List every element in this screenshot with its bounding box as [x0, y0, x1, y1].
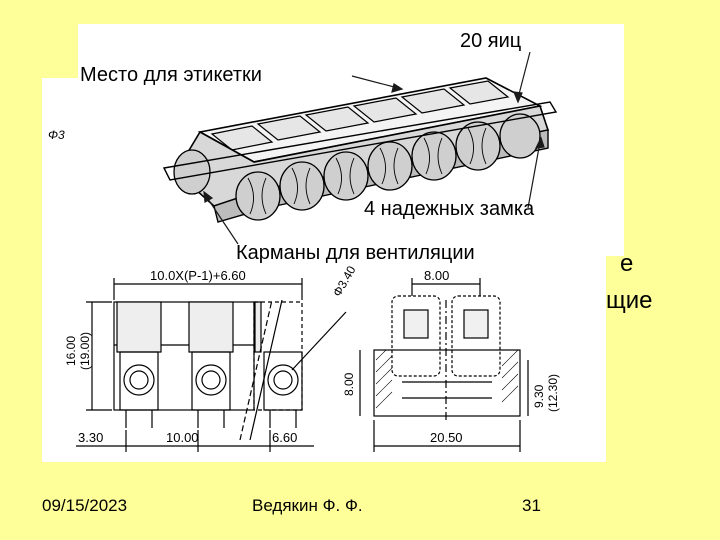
- footer-page-number: 31: [522, 496, 541, 515]
- egg-pocket: [499, 113, 541, 159]
- dim-pitch-formula: 10.0X(P-1)+6.60: [150, 268, 246, 283]
- egg-pocket: [235, 171, 281, 221]
- egg-pocket: [323, 151, 369, 201]
- footer-author: Ведякин Ф. Ф.: [252, 496, 363, 515]
- screw-hole-1: [123, 364, 155, 396]
- dim-right-offset: 6.60: [272, 430, 298, 445]
- corner-mark: Φ3: [48, 128, 65, 142]
- screw-hole-3: [267, 364, 299, 396]
- callout-label-place: Место для этикетки: [80, 64, 262, 86]
- egg-pocket: [411, 131, 457, 181]
- dim-side-width: 20.50: [430, 430, 463, 445]
- callout-locks: 4 надежных замка: [364, 198, 535, 220]
- dim-left-offset: 3.30: [78, 430, 104, 445]
- hidden-text-line-1: е: [620, 250, 634, 277]
- pole-1: [116, 301, 162, 353]
- egg-pocket: [455, 121, 501, 171]
- screw-hole-2: [195, 364, 227, 396]
- side-view-body: [373, 349, 521, 417]
- callout-count: 20 яиц: [460, 30, 522, 52]
- egg-pocket: [367, 141, 413, 191]
- dim-side-top-width: 8.00: [424, 268, 450, 283]
- front-view-body: [113, 301, 255, 411]
- hidden-text-line-2: щие: [606, 287, 653, 314]
- callout-ventilation: Карманы для вентиляции: [236, 242, 475, 264]
- egg-pocket: [173, 149, 211, 195]
- dim-pitch: 10.00: [166, 430, 199, 445]
- footer-date: 09/15/2023: [42, 496, 128, 515]
- egg-pocket: [279, 161, 325, 211]
